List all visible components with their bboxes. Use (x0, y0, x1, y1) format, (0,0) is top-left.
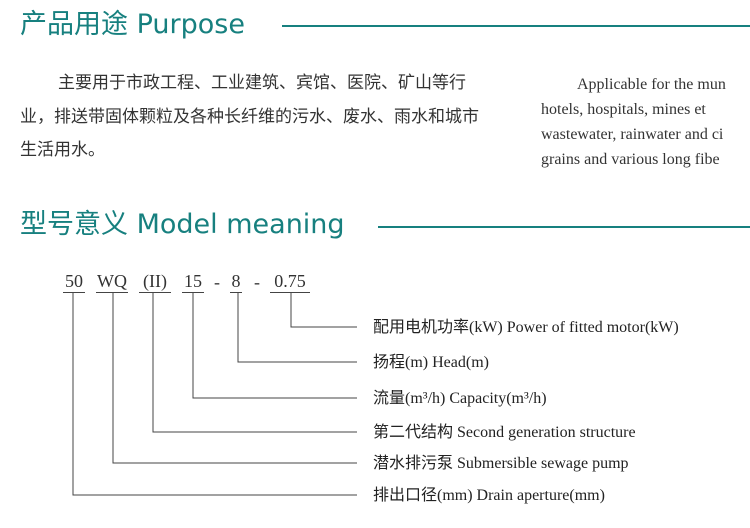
en-line: grains and various long fibe (541, 151, 720, 168)
en-line: hotels, hospitals, mines et (541, 101, 706, 118)
separator: - (214, 272, 220, 292)
label-capacity: 流量(m³/h) Capacity(m³/h) (373, 390, 547, 407)
label-pump-type: 潜水排污泵 Submersible sewage pump (373, 455, 629, 472)
code-power: 0.75 (270, 272, 310, 293)
code-diameter: 50 (63, 271, 85, 293)
en-line: wastewater, rainwater and ci (541, 126, 724, 143)
code-capacity: 15 (182, 271, 204, 293)
code-head: 8 (230, 271, 242, 293)
separator: - (254, 272, 260, 292)
title-rule (282, 25, 750, 27)
label-generation: 第二代结构 Second generation structure (373, 424, 636, 441)
purpose-text-en: Applicable for the mun hotels, hospitals… (541, 72, 726, 172)
label-head: 扬程(m) Head(m) (373, 354, 489, 371)
label-power: 配用电机功率(kW) Power of fitted motor(kW) (373, 319, 679, 336)
section-title-purpose: 产品用途 Purpose (20, 9, 245, 40)
title-rule (378, 226, 750, 228)
label-aperture: 排出口径(mm) Drain aperture(mm) (373, 487, 605, 504)
en-line: Applicable for the mun (577, 76, 726, 93)
code-generation: (II) (139, 272, 171, 293)
section-title-model: 型号意义 Model meaning (20, 209, 345, 240)
code-type: WQ (96, 271, 128, 293)
purpose-text-cn: 主要用于市政工程、工业建筑、宾馆、医院、矿山等行业，排送带固体颗粒及各种长纤维的… (20, 73, 479, 160)
